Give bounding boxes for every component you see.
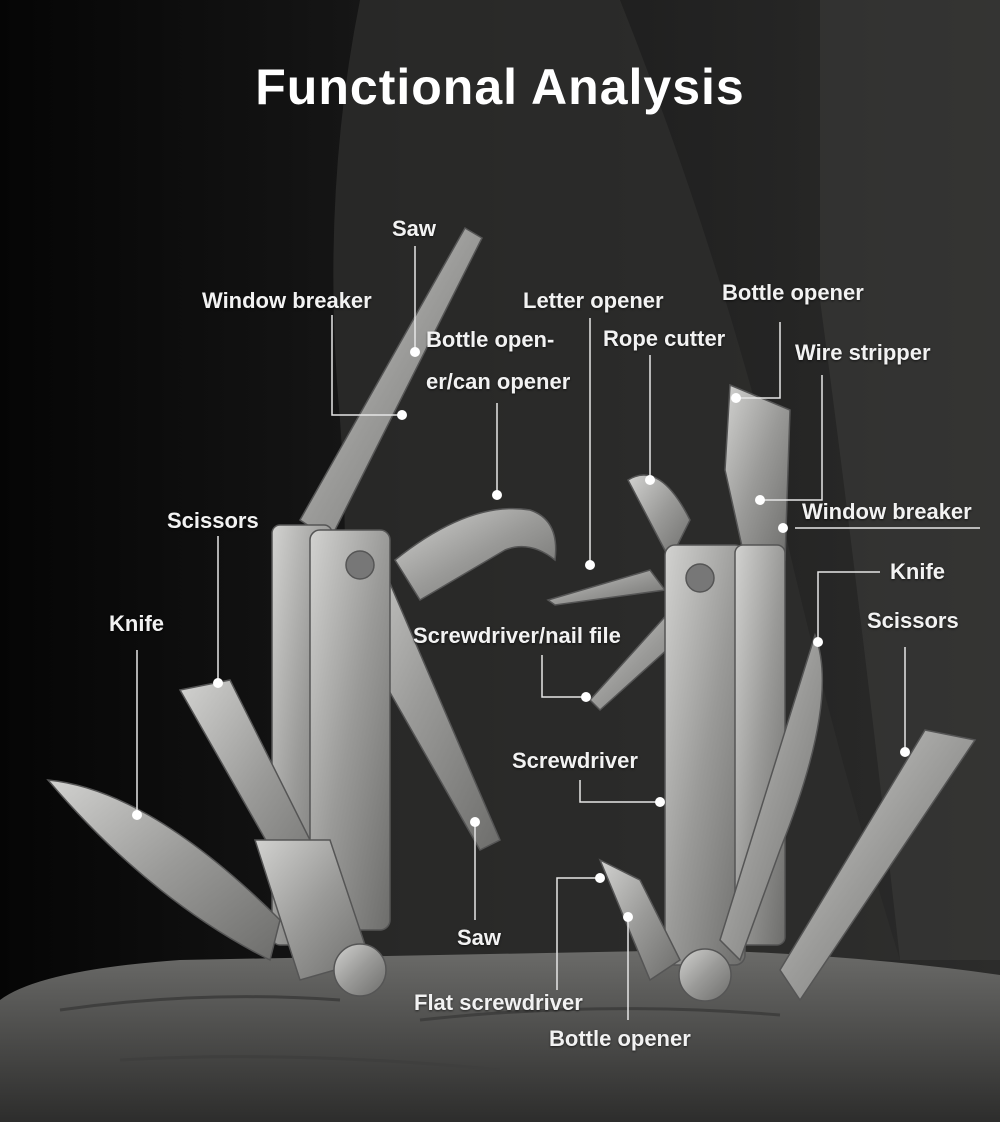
callout-dot — [397, 410, 407, 420]
label-knife-left: Knife — [109, 611, 164, 636]
label-saw-bottom: Saw — [457, 925, 502, 950]
callout-dot — [731, 393, 741, 403]
callout-dot — [585, 560, 595, 570]
callout-dot — [581, 692, 591, 702]
label-saw-top: Saw — [392, 216, 437, 241]
callout-dot — [655, 797, 665, 807]
label-wire-stripper: Wire stripper — [795, 340, 931, 365]
callout-dot — [595, 873, 605, 883]
callout-lines — [136, 246, 980, 1020]
label-screwdriver-nail-file: Screwdriver/nail file — [413, 623, 621, 648]
callout-dots — [132, 347, 910, 922]
callout-dot — [900, 747, 910, 757]
label-letter-opener: Letter opener — [523, 288, 664, 313]
label-scissors-right: Scissors — [867, 608, 959, 633]
label-bottle-opener-line2: er/can opener — [426, 369, 571, 394]
label-knife-right: Knife — [890, 559, 945, 584]
callout-line-wire-stripper — [760, 375, 823, 501]
label-flat-screwdriver: Flat screwdriver — [414, 990, 583, 1015]
label-bottle-opener-line1: Bottle open- — [426, 327, 555, 352]
callout-dot — [492, 490, 502, 500]
callout-dot — [645, 475, 655, 485]
rock — [0, 950, 1000, 1122]
callout-line-screwdriver — [579, 780, 660, 803]
callout-dot — [410, 347, 420, 357]
left-multitool — [46, 226, 557, 997]
label-screwdriver: Screwdriver — [512, 748, 638, 773]
label-scissors-left: Scissors — [167, 508, 259, 533]
callout-line-knife-right — [817, 571, 880, 642]
callout-dot — [132, 810, 142, 820]
page-title: Functional Analysis — [255, 59, 745, 115]
callout-dot — [623, 912, 633, 922]
callout-line-screwdriver-nail-file — [541, 655, 586, 698]
callout-dot — [470, 817, 480, 827]
callout-line-flat-screwdriver — [556, 877, 600, 990]
right-multitool — [546, 383, 977, 1002]
label-bottle-opener-top: Bottle opener — [722, 280, 864, 305]
label-window-breaker-right: Window breaker — [802, 499, 972, 524]
callout-line-bottle-opener-top — [736, 322, 781, 399]
callout-dot — [813, 637, 823, 647]
callout-dot — [213, 678, 223, 688]
callout-line-window-breaker-left — [331, 315, 402, 416]
callout-dot — [755, 495, 765, 505]
label-rope-cutter: Rope cutter — [603, 326, 726, 351]
label-window-breaker-left: Window breaker — [202, 288, 372, 313]
callout-dot — [778, 523, 788, 533]
label-bottle-opener-bottom: Bottle opener — [549, 1026, 691, 1051]
